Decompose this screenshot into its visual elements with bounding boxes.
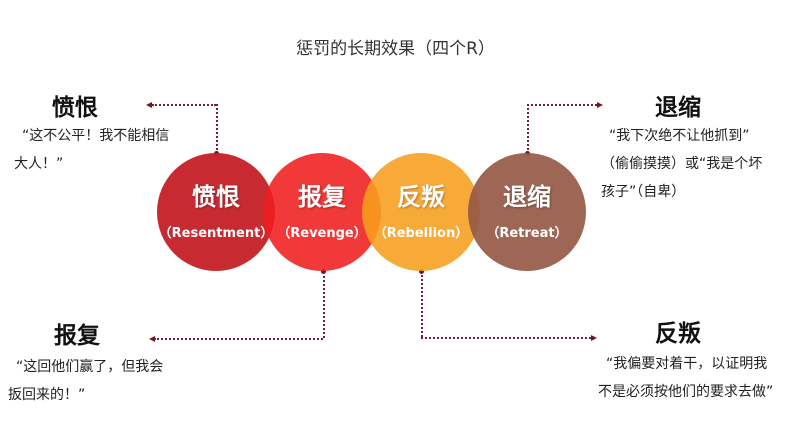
connector-rebellion-h <box>421 337 591 339</box>
callout-quote-revenge: “这回他们赢了，但我会 扳回来的！” <box>8 353 163 409</box>
circle-label-en: （Retreat） <box>486 226 568 241</box>
connector-retreat-h <box>527 104 597 106</box>
callout-quote-resentment: “这不公平！我不能相信 大人！” <box>14 122 169 178</box>
circle-resentment: 愤恨 （Resentment） <box>157 153 275 271</box>
callout-heading-rebellion: 反叛 <box>655 321 701 347</box>
circle-rebellion: 反叛 （Rebellion） <box>362 153 480 271</box>
circle-label-en: （Resentment） <box>158 226 274 241</box>
connector-resentment <box>216 104 218 154</box>
quote-line: （偷偷摸摸）或“我是个坏 <box>601 156 763 172</box>
quote-line: 孩子”（自卑） <box>601 184 686 200</box>
callout-heading-retreat: 退缩 <box>655 95 701 121</box>
connector-rebellion <box>421 271 423 337</box>
circle-retreat: 退缩 （Retreat） <box>468 153 586 271</box>
arrow-right-icon <box>591 335 597 341</box>
callout-quote-rebellion: “我偏要对着干，以证明我 不是必须按他们的要求去做” <box>598 350 773 406</box>
circle-label-en: （Revenge） <box>277 226 367 241</box>
circle-label-en: （Rebellion） <box>373 226 469 241</box>
quote-line: 扳回来的！” <box>8 387 86 403</box>
callout-quote-retreat: “我下次绝不让他抓到” （偷偷摸摸）或“我是个坏 孩子”（自卑） <box>601 122 762 206</box>
circle-label-cn: 愤恨 <box>192 183 240 211</box>
dot-marker <box>419 269 424 274</box>
arrow-left-icon <box>146 102 152 108</box>
callout-heading-revenge: 报复 <box>54 323 100 349</box>
arrow-right-icon <box>597 102 603 108</box>
connector-retreat <box>527 104 529 154</box>
callout-heading-resentment: 愤恨 <box>52 95 98 121</box>
diagram-title: 惩罚的长期效果（四个R） <box>296 39 495 59</box>
connector-resentment-h <box>152 104 216 106</box>
quote-line: “我下次绝不让他抓到” <box>609 128 750 144</box>
quote-line: 不是必须按他们的要求去做” <box>598 384 774 400</box>
arrow-left-icon <box>149 336 155 342</box>
circle-revenge: 报复 （Revenge） <box>263 153 381 271</box>
circle-label-cn: 反叛 <box>397 183 445 211</box>
quote-line: “这不公平！我不能相信 <box>22 128 170 144</box>
circle-label-cn: 报复 <box>298 183 346 211</box>
connector-revenge-h <box>154 338 323 340</box>
connector-revenge <box>323 271 325 338</box>
dot-marker <box>321 269 326 274</box>
quote-line: 大人！” <box>14 156 64 172</box>
quote-line: “这回他们赢了，但我会 <box>16 359 164 375</box>
circle-label-cn: 退缩 <box>503 183 551 211</box>
quote-line: “我偏要对着干，以证明我 <box>606 356 768 372</box>
